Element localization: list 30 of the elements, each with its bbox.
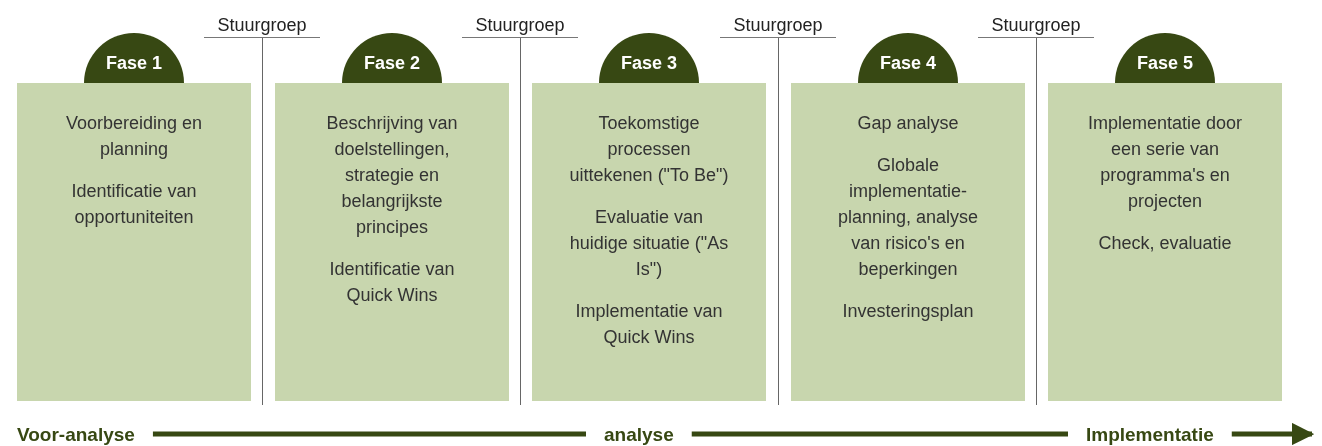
stuurgroep-label: Stuurgroep [204, 13, 320, 38]
phase-tab: Fase 3 [599, 33, 699, 83]
phase-tab: Fase 2 [342, 33, 442, 83]
phase-box [791, 83, 1025, 401]
phase-text: Beschrijving van doelstellingen, strategie en belangrijkste principes [325, 112, 459, 239]
phase-tab: Fase 1 [84, 33, 184, 83]
phase-box [275, 83, 509, 401]
phase-text: Identificatie van opportuniteiten [70, 180, 198, 229]
phase-text: Investeringsplan [842, 300, 974, 323]
phase-text: Gap analyse [857, 112, 959, 135]
phase-box [17, 83, 251, 401]
phase-tab: Fase 4 [858, 33, 958, 83]
arrow [1231, 422, 1315, 446]
phase-text: Evaluatie van huidige situatie ("As Is") [568, 206, 730, 281]
stuurgroep-label: Stuurgroep [720, 13, 836, 38]
phase-text: Globale implementatie-planning, analyse van risico's en beperkingen [836, 154, 980, 281]
stuurgroep-label: Stuurgroep [978, 13, 1094, 38]
phase-tab: Fase 5 [1115, 33, 1215, 83]
phase-text: Check, evaluatie [1098, 232, 1232, 255]
stage-label: Voor-analyse [17, 423, 135, 446]
phase-box [532, 83, 766, 401]
phase-box [1048, 83, 1282, 401]
phase-text: Voorbereiding en planning [64, 112, 204, 161]
stage-label: Implementatie [1086, 423, 1214, 446]
stage-label: analyse [604, 423, 674, 446]
phase-text: Implementatie door een serie van programma's en projecten [1086, 112, 1244, 213]
phase-text: Implementatie van Quick Wins [574, 300, 724, 349]
phase-text: Identificatie van Quick Wins [328, 258, 456, 307]
phase-text: Toekomstige processen uittekenen ("To Be") [568, 112, 730, 187]
stuurgroep-label: Stuurgroep [462, 13, 578, 38]
